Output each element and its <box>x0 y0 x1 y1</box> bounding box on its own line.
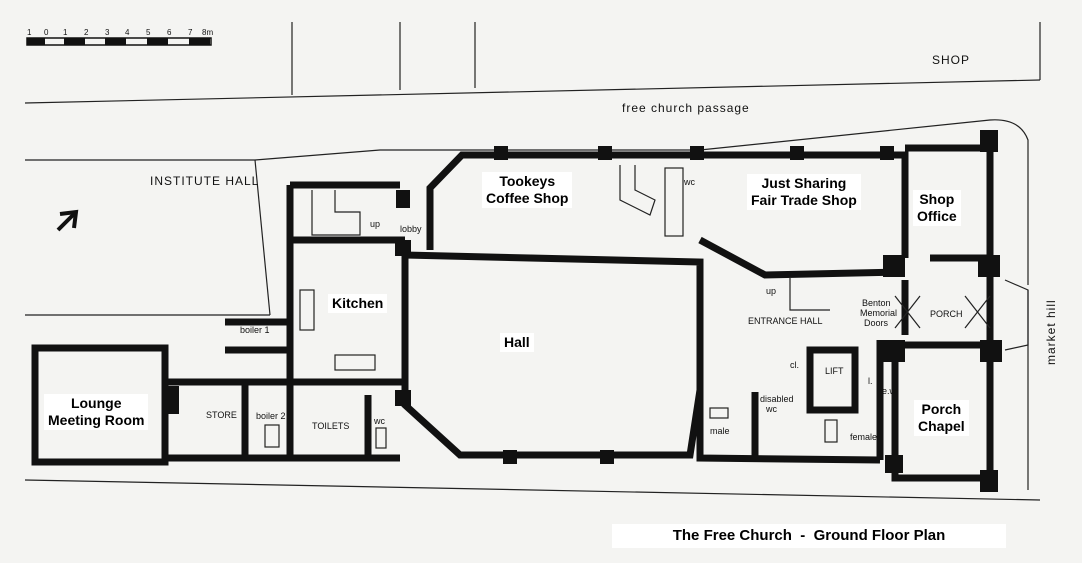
up-label: up <box>766 286 776 296</box>
institute-hall-label: INSTITUTE HALL <box>150 174 259 188</box>
cl-label: cl. <box>790 360 799 370</box>
fixtures <box>264 165 1029 449</box>
boiler-2-label: boiler 2 <box>256 411 286 421</box>
room-label-line: Office <box>917 208 957 224</box>
wc-label: wc <box>683 177 695 187</box>
store-label: STORE <box>206 410 237 420</box>
passage-label: free church passage <box>622 101 750 115</box>
scale-tick-label: 8m <box>202 28 213 37</box>
market-hill-label: market hill <box>1044 299 1058 365</box>
room-label-line: Coffee Shop <box>486 190 569 206</box>
scale-tick-label: 3 <box>105 28 110 37</box>
up-label: up <box>370 219 380 229</box>
scale-tick-label: 6 <box>167 28 172 37</box>
disabled-wc-label: wc <box>765 404 777 414</box>
room-label-lounge: Lounge Meeting Room <box>44 394 149 430</box>
l-label: l. <box>868 376 873 386</box>
scale-bar <box>26 37 212 46</box>
room-label-tookeys: Tookeys Coffee Shop <box>482 172 573 208</box>
room-label-hall: Hall <box>500 333 534 352</box>
wc-label: wc <box>373 416 385 426</box>
scale-tick-label: 4 <box>125 28 130 37</box>
shop-label: SHOP <box>932 53 970 67</box>
room-label-line: Tookeys <box>499 173 556 189</box>
room-label-line: Lounge <box>70 395 122 411</box>
room-label-line: Porch <box>921 401 962 417</box>
room-label-just-sharing: Just Sharing Fair Trade Shop <box>747 174 861 210</box>
benton-doors-label: Doors <box>864 318 889 328</box>
room-label-line: Just Sharing <box>761 175 847 191</box>
scale-tick-label: 2 <box>84 28 89 37</box>
lobby-label: lobby <box>400 224 422 234</box>
scale-tick-label: 1 <box>27 28 32 37</box>
building-walls <box>31 144 994 482</box>
context-lines <box>24 22 1041 501</box>
female-label: female <box>850 432 877 442</box>
scale-tick-label: 0 <box>44 28 49 37</box>
porch-label: PORCH <box>930 309 963 319</box>
disabled-wc-label: disabled <box>760 394 794 404</box>
entrance-hall-label: ENTRANCE HALL <box>748 316 823 326</box>
scale-tick-label: 1 <box>63 28 68 37</box>
room-label-line: Meeting Room <box>48 412 145 428</box>
room-label-kitchen: Kitchen <box>328 294 388 313</box>
room-label-shop-office: Shop Office <box>913 190 961 226</box>
pillars <box>165 130 1002 492</box>
room-label-line: Fair Trade Shop <box>751 192 857 208</box>
ew-label: e.w. <box>882 386 898 396</box>
north-arrow-icon <box>56 209 79 232</box>
plan-title: The Free Church - Ground Floor Plan <box>612 524 1006 548</box>
male-label: male <box>710 426 730 436</box>
room-label-porch-chapel: Porch Chapel <box>914 400 969 436</box>
toilets-label: TOILETS <box>312 421 349 431</box>
benton-doors-label: Memorial <box>860 308 897 318</box>
boiler-1-label: boiler 1 <box>240 325 270 335</box>
room-label-line: Chapel <box>918 418 965 434</box>
scale-tick-label: 5 <box>146 28 151 37</box>
benton-doors-label: Benton <box>862 298 891 308</box>
lift-label: LIFT <box>825 366 844 376</box>
scale-tick-label: 7 <box>188 28 193 37</box>
room-label-line: Shop <box>919 191 955 207</box>
